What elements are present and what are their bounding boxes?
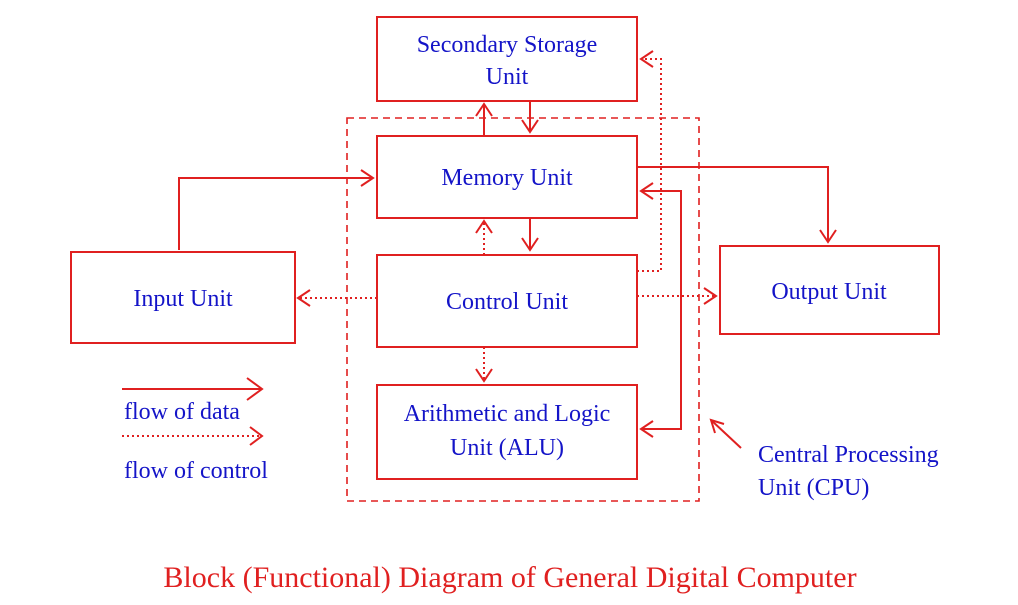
cpu-boundary (346, 117, 700, 502)
legend-control-arrow (122, 426, 264, 446)
arrow-control-to-memory (475, 219, 493, 255)
secondary-storage-label-line2: Unit (486, 64, 529, 90)
diagram-caption: Block (Functional) Diagram of General Di… (163, 561, 856, 594)
secondary-storage-label-line1: Secondary Storage (417, 32, 598, 58)
arrow-control-to-output (637, 287, 718, 305)
legend: flow of data flow of control (122, 377, 268, 484)
arrow-memory-to-control (521, 218, 539, 252)
cpu-label-line2: Unit (CPU) (758, 475, 869, 501)
arrow-control-to-alu (475, 347, 493, 383)
legend-control-label: flow of control (124, 458, 268, 484)
output-unit-label: Output Unit (771, 279, 887, 305)
secondary-storage-unit-box: Secondary Storage Unit (376, 16, 638, 102)
output-unit-box: Output Unit (719, 245, 940, 335)
arrow-input-to-memory (178, 169, 375, 250)
legend-data-arrow (122, 377, 264, 401)
cpu-label-line1: Central Processing (758, 442, 939, 468)
input-unit-box: Input Unit (70, 251, 296, 344)
arrow-control-to-secondary (637, 50, 662, 272)
arrow-memory-to-secondary (475, 102, 493, 136)
memory-unit-label: Memory Unit (441, 165, 573, 191)
arrow-control-to-input (296, 289, 377, 307)
cpu-label-arrow (709, 418, 742, 449)
control-unit-label: Control Unit (446, 289, 568, 315)
arrow-memory-to-output (637, 166, 837, 244)
memory-unit-box: Memory Unit (376, 135, 638, 219)
arrow-memory-to-alu-loop (639, 182, 682, 438)
control-unit-box: Control Unit (376, 254, 638, 348)
alu-box: Arithmetic and Logic Unit (ALU) (376, 384, 638, 480)
alu-label-line1: Arithmetic and Logic (404, 401, 611, 427)
alu-label-line2: Unit (ALU) (450, 435, 564, 461)
input-unit-label: Input Unit (133, 286, 233, 312)
legend-data-label: flow of data (124, 399, 240, 425)
arrow-secondary-to-memory (521, 101, 539, 134)
